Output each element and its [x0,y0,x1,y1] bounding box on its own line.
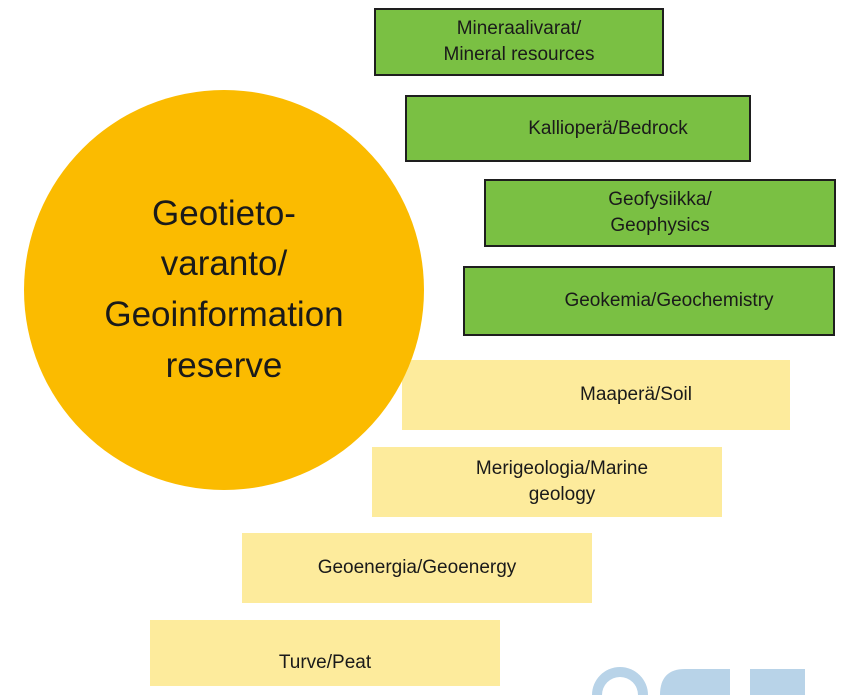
gtk-logo-icon [592,667,805,695]
category-geophysics: Geofysiikka/ Geophysics [484,179,836,247]
category-marine-geology: Merigeologia/Marine geology [372,447,722,517]
category-peat: Turve/Peat [150,620,500,686]
category-bedrock: Kallioperä/Bedrock [405,95,751,162]
category-geochemistry: Geokemia/Geochemistry [463,266,835,336]
category-soil: Maaperä/Soil [402,360,790,430]
center-circle: Geotieto- varanto/ Geoinformation reserv… [24,90,424,490]
category-geoenergy: Geoenergia/Geoenergy [242,533,592,603]
category-mineral-resources: Mineraalivarat/ Mineral resources [374,8,664,76]
